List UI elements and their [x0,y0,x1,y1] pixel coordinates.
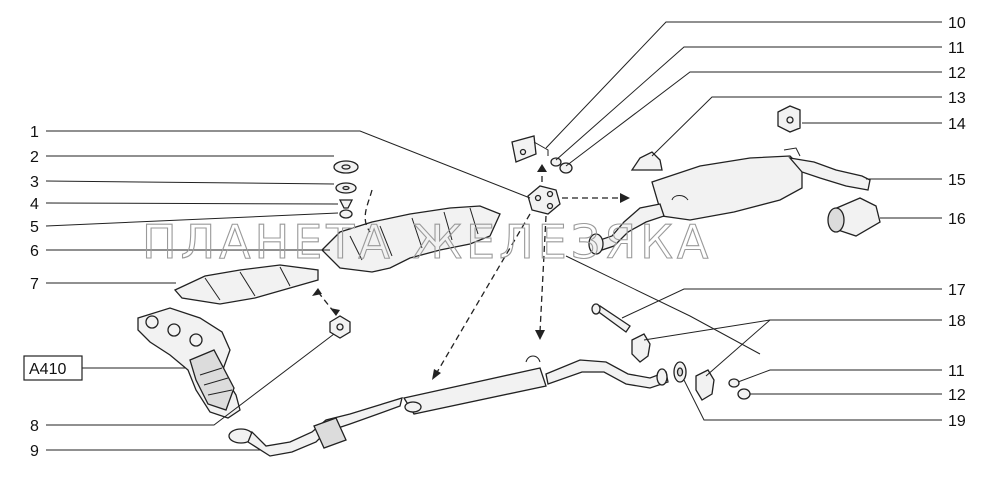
callout-4: 4 [30,196,39,213]
main-muffler [588,147,871,255]
callout-8: 8 [30,418,39,435]
callout-6: 6 [30,243,39,260]
callout-14: 14 [948,116,966,133]
clamp-fasteners [728,378,751,400]
flange-nut [329,315,351,339]
exhaust-manifold-assembly [137,307,241,419]
callout-5: 5 [30,219,39,236]
clamp-bolt [591,303,631,333]
callout-9: 9 [30,443,39,460]
bump-stop [630,151,663,171]
callout-12: 12 [948,65,966,82]
bracket-fasteners [550,157,573,174]
tailpipe-tip [827,197,881,237]
callout-2: 2 [30,149,39,166]
reference-label: A410 [29,361,66,378]
callout-19: 19 [948,413,966,430]
upper-heat-shield [321,205,501,273]
callout-13: 13 [948,90,966,107]
callout-15: 15 [948,172,966,189]
leader-lines [45,21,942,451]
rubber-hanger [777,105,801,133]
callout-16: 16 [948,211,966,228]
lower-heat-shield [173,264,319,305]
rubber-mount-ring [527,185,561,215]
reference-box [23,355,83,381]
front-pipe-and-resonator [228,355,669,457]
hanger-bracket [511,135,549,163]
callout-11: 11 [948,40,965,57]
callout-1: 1 [30,124,39,141]
seal-ring [673,361,687,383]
callout-18: 18 [948,313,966,330]
callout-11-lower: 11 [948,363,965,380]
watermark-text: ПЛАНЕТА ЖЕЛЕЗЯКА [142,215,712,269]
assembly-arrows [312,164,761,380]
callout-7: 7 [30,276,39,293]
clamp-halves [631,333,715,401]
washer-stack [333,160,359,219]
callout-3: 3 [30,174,39,191]
callout-10: 10 [948,15,966,32]
callout-17: 17 [948,282,966,299]
callout-12-lower: 12 [948,387,966,404]
